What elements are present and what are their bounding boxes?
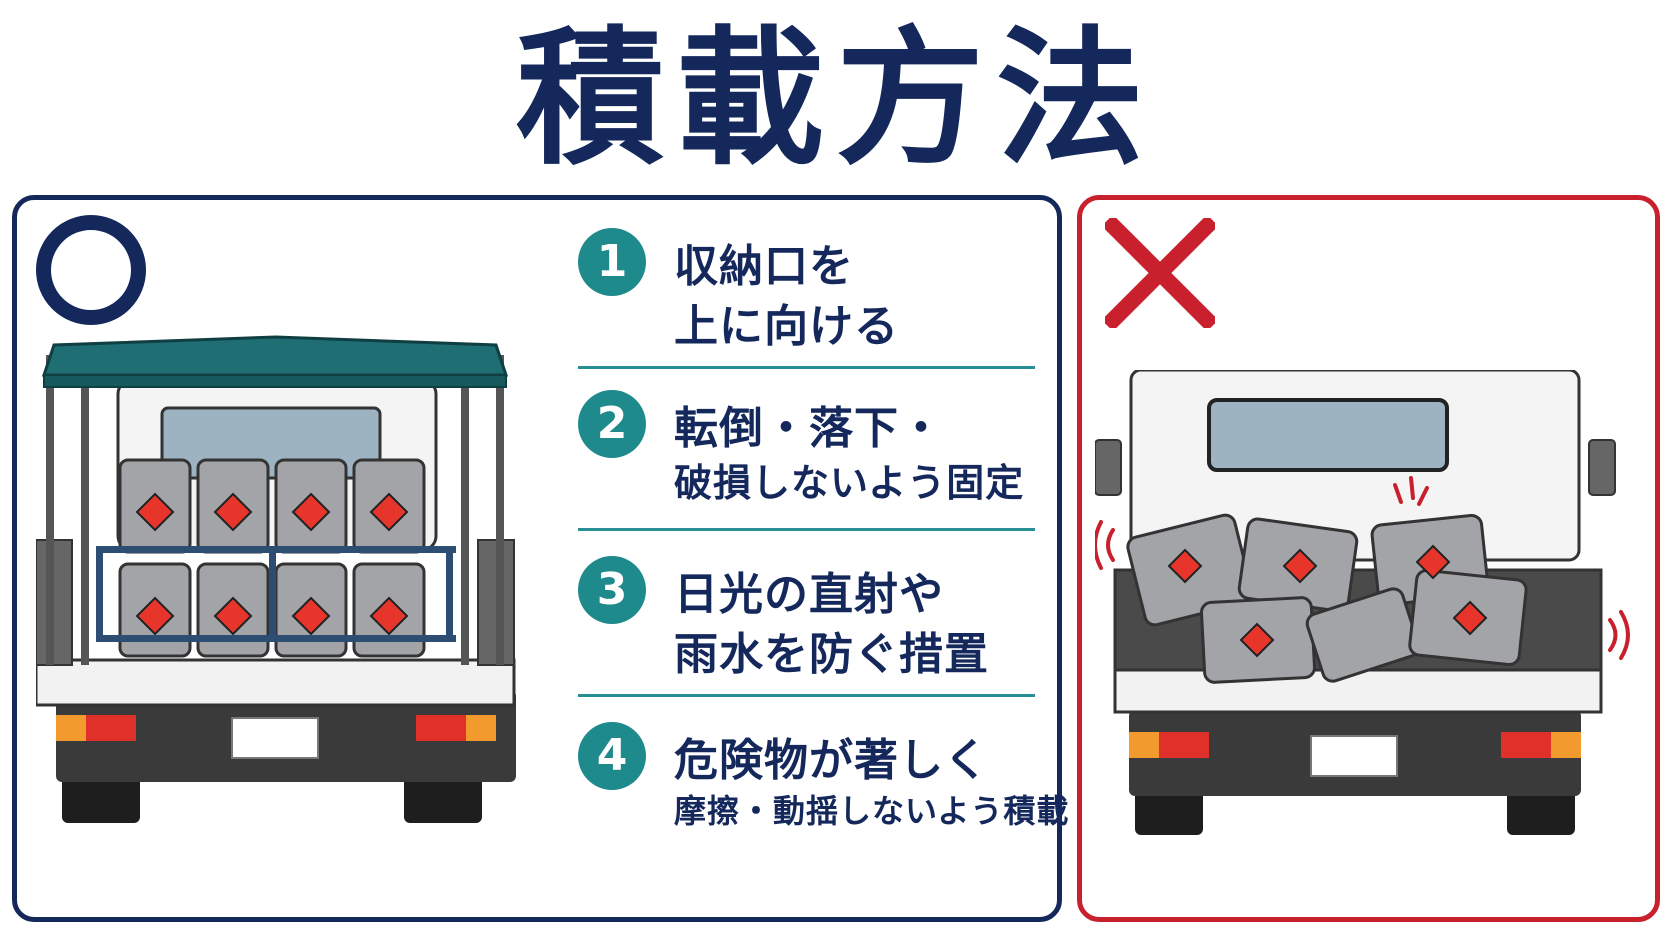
rule-line: 上に向ける (674, 301, 899, 352)
divider (578, 694, 1035, 697)
truck-incorrect-illustration (1095, 370, 1630, 835)
correct-loading-panel (12, 195, 1062, 922)
divider (578, 528, 1035, 531)
number-badge: 1 (578, 228, 646, 296)
rule-line: 収納口を (674, 241, 854, 292)
rule-line: 摩擦・動揺しないよう積載 (674, 792, 1070, 830)
divider (578, 366, 1035, 369)
rule-line: 破損しないよう固定 (674, 461, 1025, 505)
rule-line: 危険物が著しく (674, 735, 989, 786)
x-incorrect-icon (1105, 218, 1215, 328)
rule-line: 転倒・落下・ (674, 403, 944, 454)
number-badge: 2 (578, 390, 646, 458)
number-badge: 3 (578, 556, 646, 624)
rule-line: 雨水を防ぐ措置 (674, 629, 989, 680)
rule-line: 日光の直射や (674, 569, 944, 620)
page-title: 積載方法 (516, 13, 1156, 185)
circle-correct-icon (36, 215, 146, 325)
truck-correct-illustration (36, 335, 516, 823)
number-badge: 4 (578, 722, 646, 790)
